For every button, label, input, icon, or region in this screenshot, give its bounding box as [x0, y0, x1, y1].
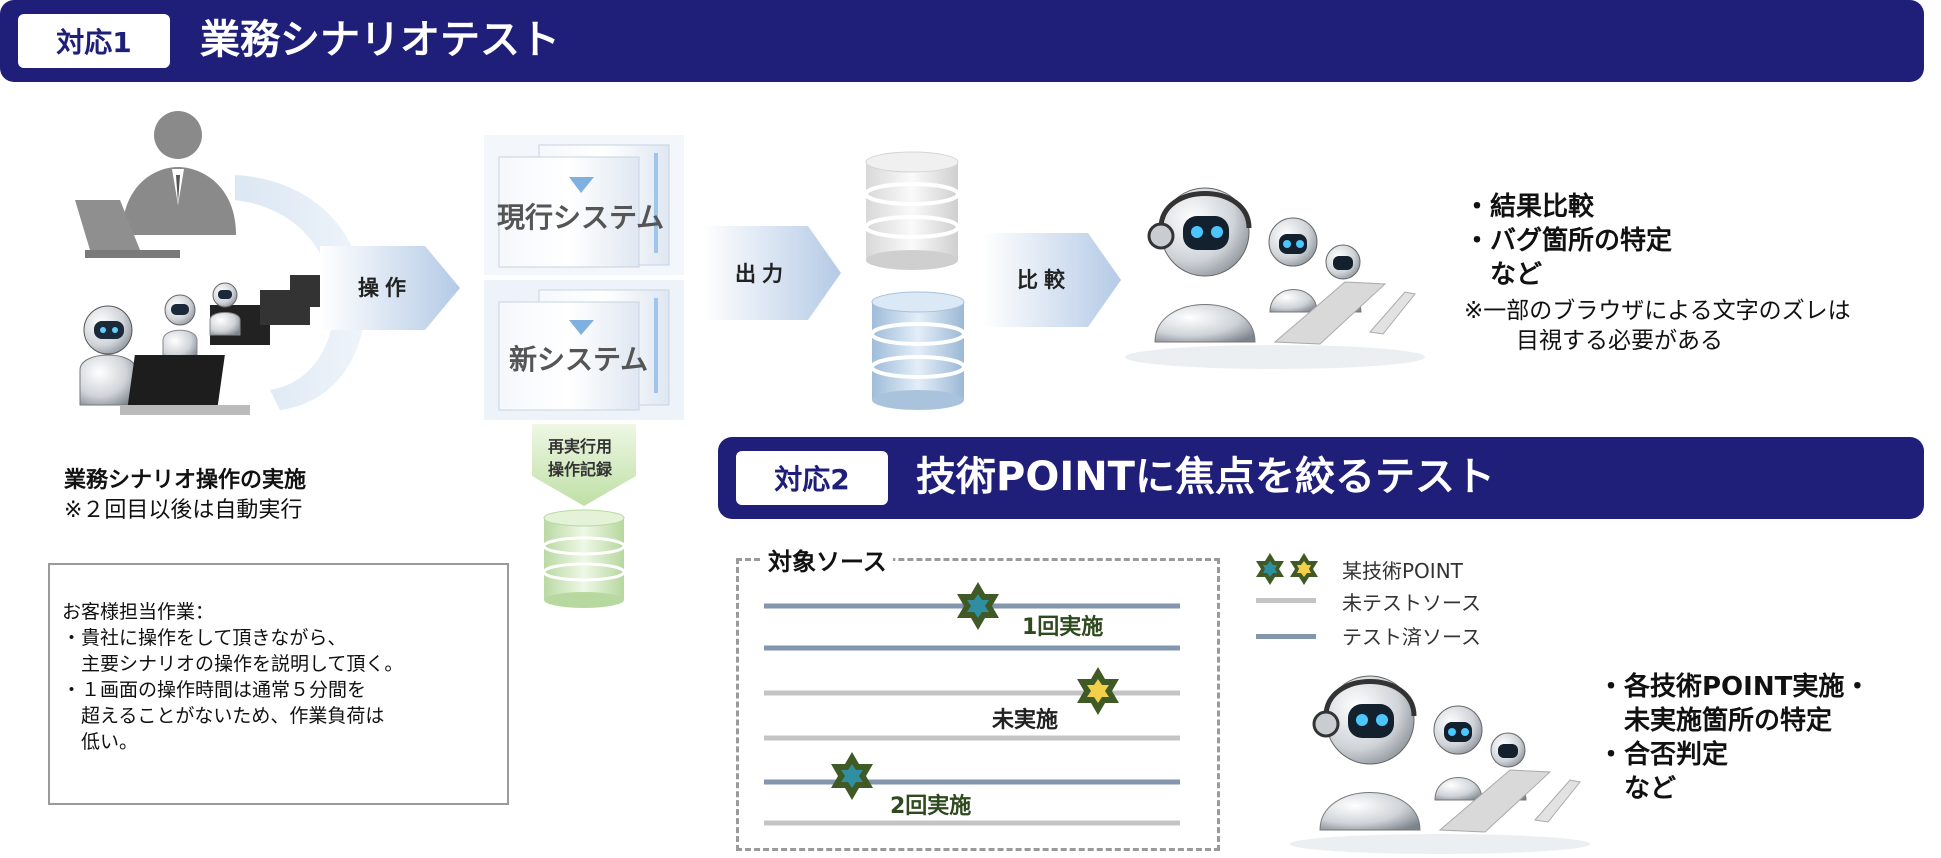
output-arrow — [703, 226, 841, 320]
robots-with-laptops-icon — [1125, 187, 1425, 369]
results2-bullet: など — [1598, 774, 1677, 804]
robot-medium — [1268, 217, 1318, 313]
operation-caption-title: 業務シナリオ操作の実施 — [64, 468, 307, 493]
customer-work-line: ・１画面の操作時間は通常５分間を — [62, 679, 367, 701]
current-output-database-icon — [864, 151, 960, 270]
section1-header-bar: 対応1 業務シナリオテスト — [0, 0, 1924, 82]
results-bullets: ・結果比較 ・バグ箇所の特定 など — [1464, 190, 1672, 292]
current-system-server-icon — [484, 135, 684, 275]
legend-star-pair-icon — [1256, 553, 1318, 585]
record-database-icon — [542, 509, 626, 608]
robots-with-laptops-icon-2 — [1290, 675, 1590, 854]
new-system-label: 新システム — [509, 343, 649, 376]
customer-work-line: お客様担当作業： — [62, 601, 215, 623]
legend-point-label: 某技術POINT — [1342, 559, 1463, 583]
legend-tested-swatch — [1256, 634, 1316, 639]
section2-header-bar: 対応2 技術POINTに焦点を絞るテスト — [718, 437, 1924, 519]
label-twice: 2回実施 — [890, 794, 972, 819]
record-arrow — [532, 424, 636, 506]
target-source-title: 対象ソース — [762, 542, 893, 577]
customer-work-line: 超えることがないため、作業負荷は — [62, 705, 385, 727]
record-arrow-line1: 再実行用 — [548, 437, 613, 456]
label-once: 1回実施 — [1022, 615, 1104, 640]
legend-tested-label: テスト済ソース — [1342, 625, 1481, 649]
record-arrow-line2: 操作記録 — [548, 460, 613, 479]
new-output-database-icon — [870, 291, 966, 410]
new-system-server-icon — [484, 280, 684, 420]
compare-arrow-label: 比較 — [1017, 268, 1071, 292]
output-arrow-label: 出力 — [735, 262, 789, 286]
section2-tag-label: 対応2 — [774, 463, 850, 496]
operation-arrow — [320, 246, 460, 330]
results-bullet: ・バグ箇所の特定 — [1464, 226, 1673, 256]
source-lines-diagram — [764, 582, 1180, 826]
section1-title: 業務シナリオテスト — [200, 17, 560, 63]
section2-tag: 対応2 — [736, 451, 888, 505]
results-note-line2: 目視する必要がある — [1516, 328, 1723, 354]
results-bullet: など — [1464, 260, 1543, 290]
businessman-icon — [75, 111, 236, 258]
tech-point-star-untested-icon — [1077, 667, 1119, 715]
results2-bullet: ・合否判定 — [1598, 740, 1729, 770]
label-not-done: 未実施 — [992, 708, 1059, 733]
robots-at-computers-icon — [79, 275, 335, 415]
operation-caption-note: ※２回目以後は自動実行 — [64, 498, 303, 523]
operator-illustration — [75, 111, 366, 415]
customer-work-box: お客様担当作業： ・貴社に操作をして頂きながら、 主要シナリオの操作を説明して頂… — [48, 563, 509, 805]
customer-work-line: 主要シナリオの操作を説明して頂く。 — [62, 653, 404, 675]
legend-untested-label: 未テストソース — [1342, 591, 1481, 615]
target-source-box — [736, 558, 1220, 851]
results-note-line1: ※一部のブラウザによる文字のズレは — [1464, 298, 1851, 324]
operation-arrow-label: 操作 — [358, 276, 412, 300]
results2-bullets: ・各技術POINT実施・ 未実施箇所の特定 ・合否判定 など — [1598, 670, 1870, 806]
legend-untested-swatch — [1256, 598, 1316, 603]
section2-title: 技術POINTに焦点を絞るテスト — [916, 454, 1495, 500]
customer-work-line: 低い。 — [62, 731, 139, 753]
robot-large — [1147, 187, 1256, 343]
results-bullet: ・結果比較 — [1464, 192, 1595, 222]
section1-tag: 対応1 — [18, 14, 170, 68]
compare-arrow — [983, 233, 1121, 327]
operation-arc — [235, 175, 366, 410]
results2-bullet: ・各技術POINT実施・ — [1598, 672, 1871, 702]
results2-bullet: 未実施箇所の特定 — [1598, 706, 1833, 736]
current-system-label: 現行システム — [497, 201, 665, 234]
section1-tag-label: 対応1 — [56, 26, 132, 59]
tech-point-star-tested-icon — [831, 752, 873, 800]
tech-point-star-tested-icon — [957, 582, 999, 630]
customer-work-line: ・貴社に操作をして頂きながら、 — [62, 627, 347, 649]
